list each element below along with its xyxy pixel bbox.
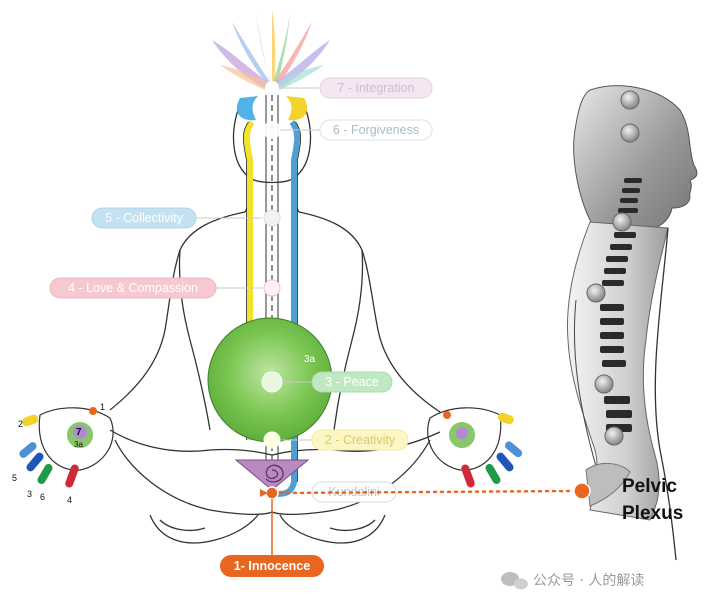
hand-number-3a: 3a — [74, 440, 83, 449]
label-kundalini: Kundalini — [311, 481, 397, 503]
svg-text:1- Innocence: 1- Innocence — [234, 559, 310, 573]
svg-text:6 - Forgiveness: 6 - Forgiveness — [333, 123, 419, 137]
svg-text:Pelvic: Pelvic — [622, 476, 677, 497]
kundalini-spiral-icon — [265, 464, 284, 483]
svg-text:7 - Integration: 7 - Integration — [337, 81, 414, 95]
chakra-points — [261, 121, 283, 449]
label-integration: 7 - Integration — [319, 77, 433, 99]
hand-number-3: 3 — [27, 489, 32, 499]
spine-centers — [586, 90, 640, 446]
label-love-compassion: 4 - Love & Compassion — [49, 277, 217, 299]
label-creativity: 2 - Creativity — [311, 429, 409, 451]
hand-numbers: 1 2 3 4 5 6 7 3a — [12, 402, 105, 505]
lotus-crown-icon — [212, 10, 330, 95]
plexus-connection-line — [278, 489, 574, 495]
hand-number-1: 1 — [100, 402, 105, 412]
right-hand — [427, 407, 523, 488]
svg-text:3 - Peace: 3 - Peace — [325, 375, 379, 389]
hand-number-6: 6 — [40, 492, 45, 502]
label-peace: 3 - Peace — [311, 371, 393, 393]
hand-number-2: 2 — [18, 419, 23, 429]
svg-text:2 - Creativity: 2 - Creativity — [325, 433, 396, 447]
watermark: 公众号 · 人的解读 — [501, 572, 644, 590]
spine-profile-figure — [567, 85, 698, 561]
pelvic-plexus-point — [573, 482, 591, 500]
svg-text:4 - Love & Compassion: 4 - Love & Compassion — [68, 281, 198, 295]
hand-number-4: 4 — [67, 495, 72, 505]
label-innocence: 1- Innocence — [220, 555, 324, 577]
svg-text:Kundalini: Kundalini — [328, 485, 379, 499]
left-hand — [19, 407, 114, 488]
label-collectivity: 5 - Collectivity — [91, 207, 197, 229]
label-connectors — [196, 87, 320, 441]
svg-text:公众号 · 人的解读: 公众号 · 人的解读 — [533, 572, 644, 589]
hand-number-7: 7 — [76, 427, 82, 438]
meditating-body-outline — [109, 109, 441, 544]
svg-text:Plexus: Plexus — [622, 503, 683, 524]
svg-text:5 - Collectivity: 5 - Collectivity — [105, 211, 184, 225]
wechat-icon — [501, 572, 528, 590]
pelvic-plexus-label: Pelvic Plexus — [622, 476, 683, 524]
sacrum-triangle-icon — [234, 459, 310, 491]
hand-number-5: 5 — [12, 473, 17, 483]
label-forgiveness: 6 - Forgiveness — [319, 119, 433, 141]
vertebrae — [600, 178, 642, 432]
peace-3a-number: 3a — [304, 354, 316, 365]
